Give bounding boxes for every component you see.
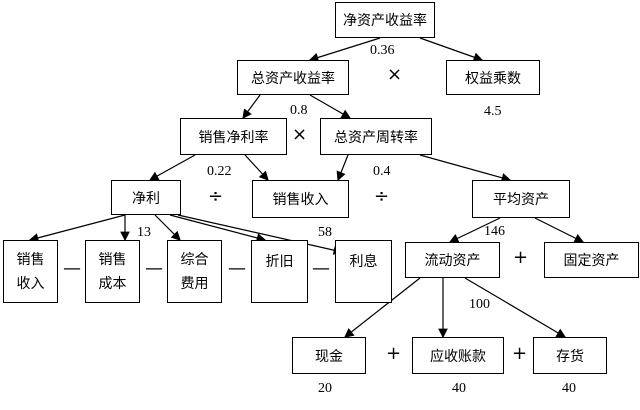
arrow-margin-netprofit — [148, 154, 196, 181]
node-expenses-line1: 综合 — [180, 251, 209, 268]
node-net-margin: 销售净利率 — [180, 118, 287, 155]
value-net-profit: 0.22 — [207, 164, 232, 179]
operator-plus-2: + — [386, 343, 402, 364]
node-fixed-assets: 固定资产 — [544, 242, 639, 278]
node-roa: 总资产收益率 — [237, 60, 349, 95]
operator-minus-4: — — [312, 258, 330, 279]
node-sales: 销售 收入 — [3, 240, 58, 303]
value-sales-revenue: 0.4 — [373, 164, 391, 179]
node-asset-turnover: 总资产周转率 — [320, 118, 432, 155]
arrow-netprofit-depreciation — [169, 214, 267, 243]
node-expenses: 综合 费用 — [167, 240, 222, 303]
value-avg-assets: 146 — [484, 224, 505, 239]
value-depreciation: 58 — [318, 225, 332, 240]
node-net-profit: 净利 — [111, 180, 181, 215]
arrow-roe-roa — [308, 37, 381, 63]
node-depreciation: 折旧 — [251, 240, 308, 303]
node-interest: 利息 — [335, 240, 392, 303]
node-cash: 现金 — [292, 337, 366, 374]
arrow-current-inventory — [464, 277, 567, 338]
value-current-assets: 100 — [469, 297, 490, 312]
node-roe: 净资产收益率 — [335, 2, 435, 38]
node-current-assets: 流动资产 — [405, 242, 500, 278]
value-roa: 0.36 — [370, 43, 395, 58]
node-cost-line2: 成本 — [98, 275, 127, 292]
value-cash: 20 — [318, 381, 332, 396]
node-receivables: 应收账款 — [412, 337, 504, 374]
arrow-netprofit-interest — [177, 214, 344, 255]
arrow-roe-em — [419, 37, 484, 62]
arrow-roa-margin — [242, 94, 261, 119]
arrow-margin-sales — [244, 154, 269, 181]
node-sales-revenue: 销售收入 — [252, 180, 349, 218]
arrow-netprofit-expenses — [154, 214, 181, 241]
node-equity-multiplier: 权益乘数 — [446, 60, 540, 95]
arrow-avg-fixed — [534, 217, 585, 243]
node-sales-line2: 收入 — [16, 275, 45, 292]
operator-divide-1: ÷ — [208, 186, 224, 207]
node-avg-assets: 平均资产 — [472, 180, 570, 218]
node-cost: 销售 成本 — [85, 240, 140, 303]
operator-plus-1: + — [513, 247, 529, 268]
operator-times-2: × — [292, 124, 308, 145]
operator-minus-3: — — [228, 258, 246, 279]
arrow-turnover-sales — [336, 154, 349, 182]
arrow-turnover-avgassets — [419, 154, 512, 183]
operator-minus-2: — — [145, 258, 163, 279]
node-cost-line1: 销售 — [98, 251, 127, 268]
node-sales-line1: 销售 — [16, 251, 45, 268]
operator-plus-3: + — [512, 343, 528, 364]
arrow-netprofit-sales — [28, 214, 126, 243]
operator-divide-2: ÷ — [374, 186, 390, 207]
value-sales-sub: 13 — [137, 225, 151, 240]
value-net-margin: 0.8 — [290, 103, 308, 118]
operator-times-1: × — [387, 64, 403, 85]
node-expenses-line2: 费用 — [180, 275, 209, 292]
value-inventory: 40 — [562, 381, 576, 396]
node-inventory: 存货 — [533, 337, 607, 374]
arrow-current-cash — [344, 277, 421, 338]
arrow-avg-current — [448, 217, 501, 243]
operator-minus-1: — — [63, 258, 81, 279]
arrow-roa-turnover — [309, 94, 352, 119]
value-equity-multiplier: 4.5 — [484, 104, 502, 119]
value-receivables: 40 — [452, 381, 466, 396]
